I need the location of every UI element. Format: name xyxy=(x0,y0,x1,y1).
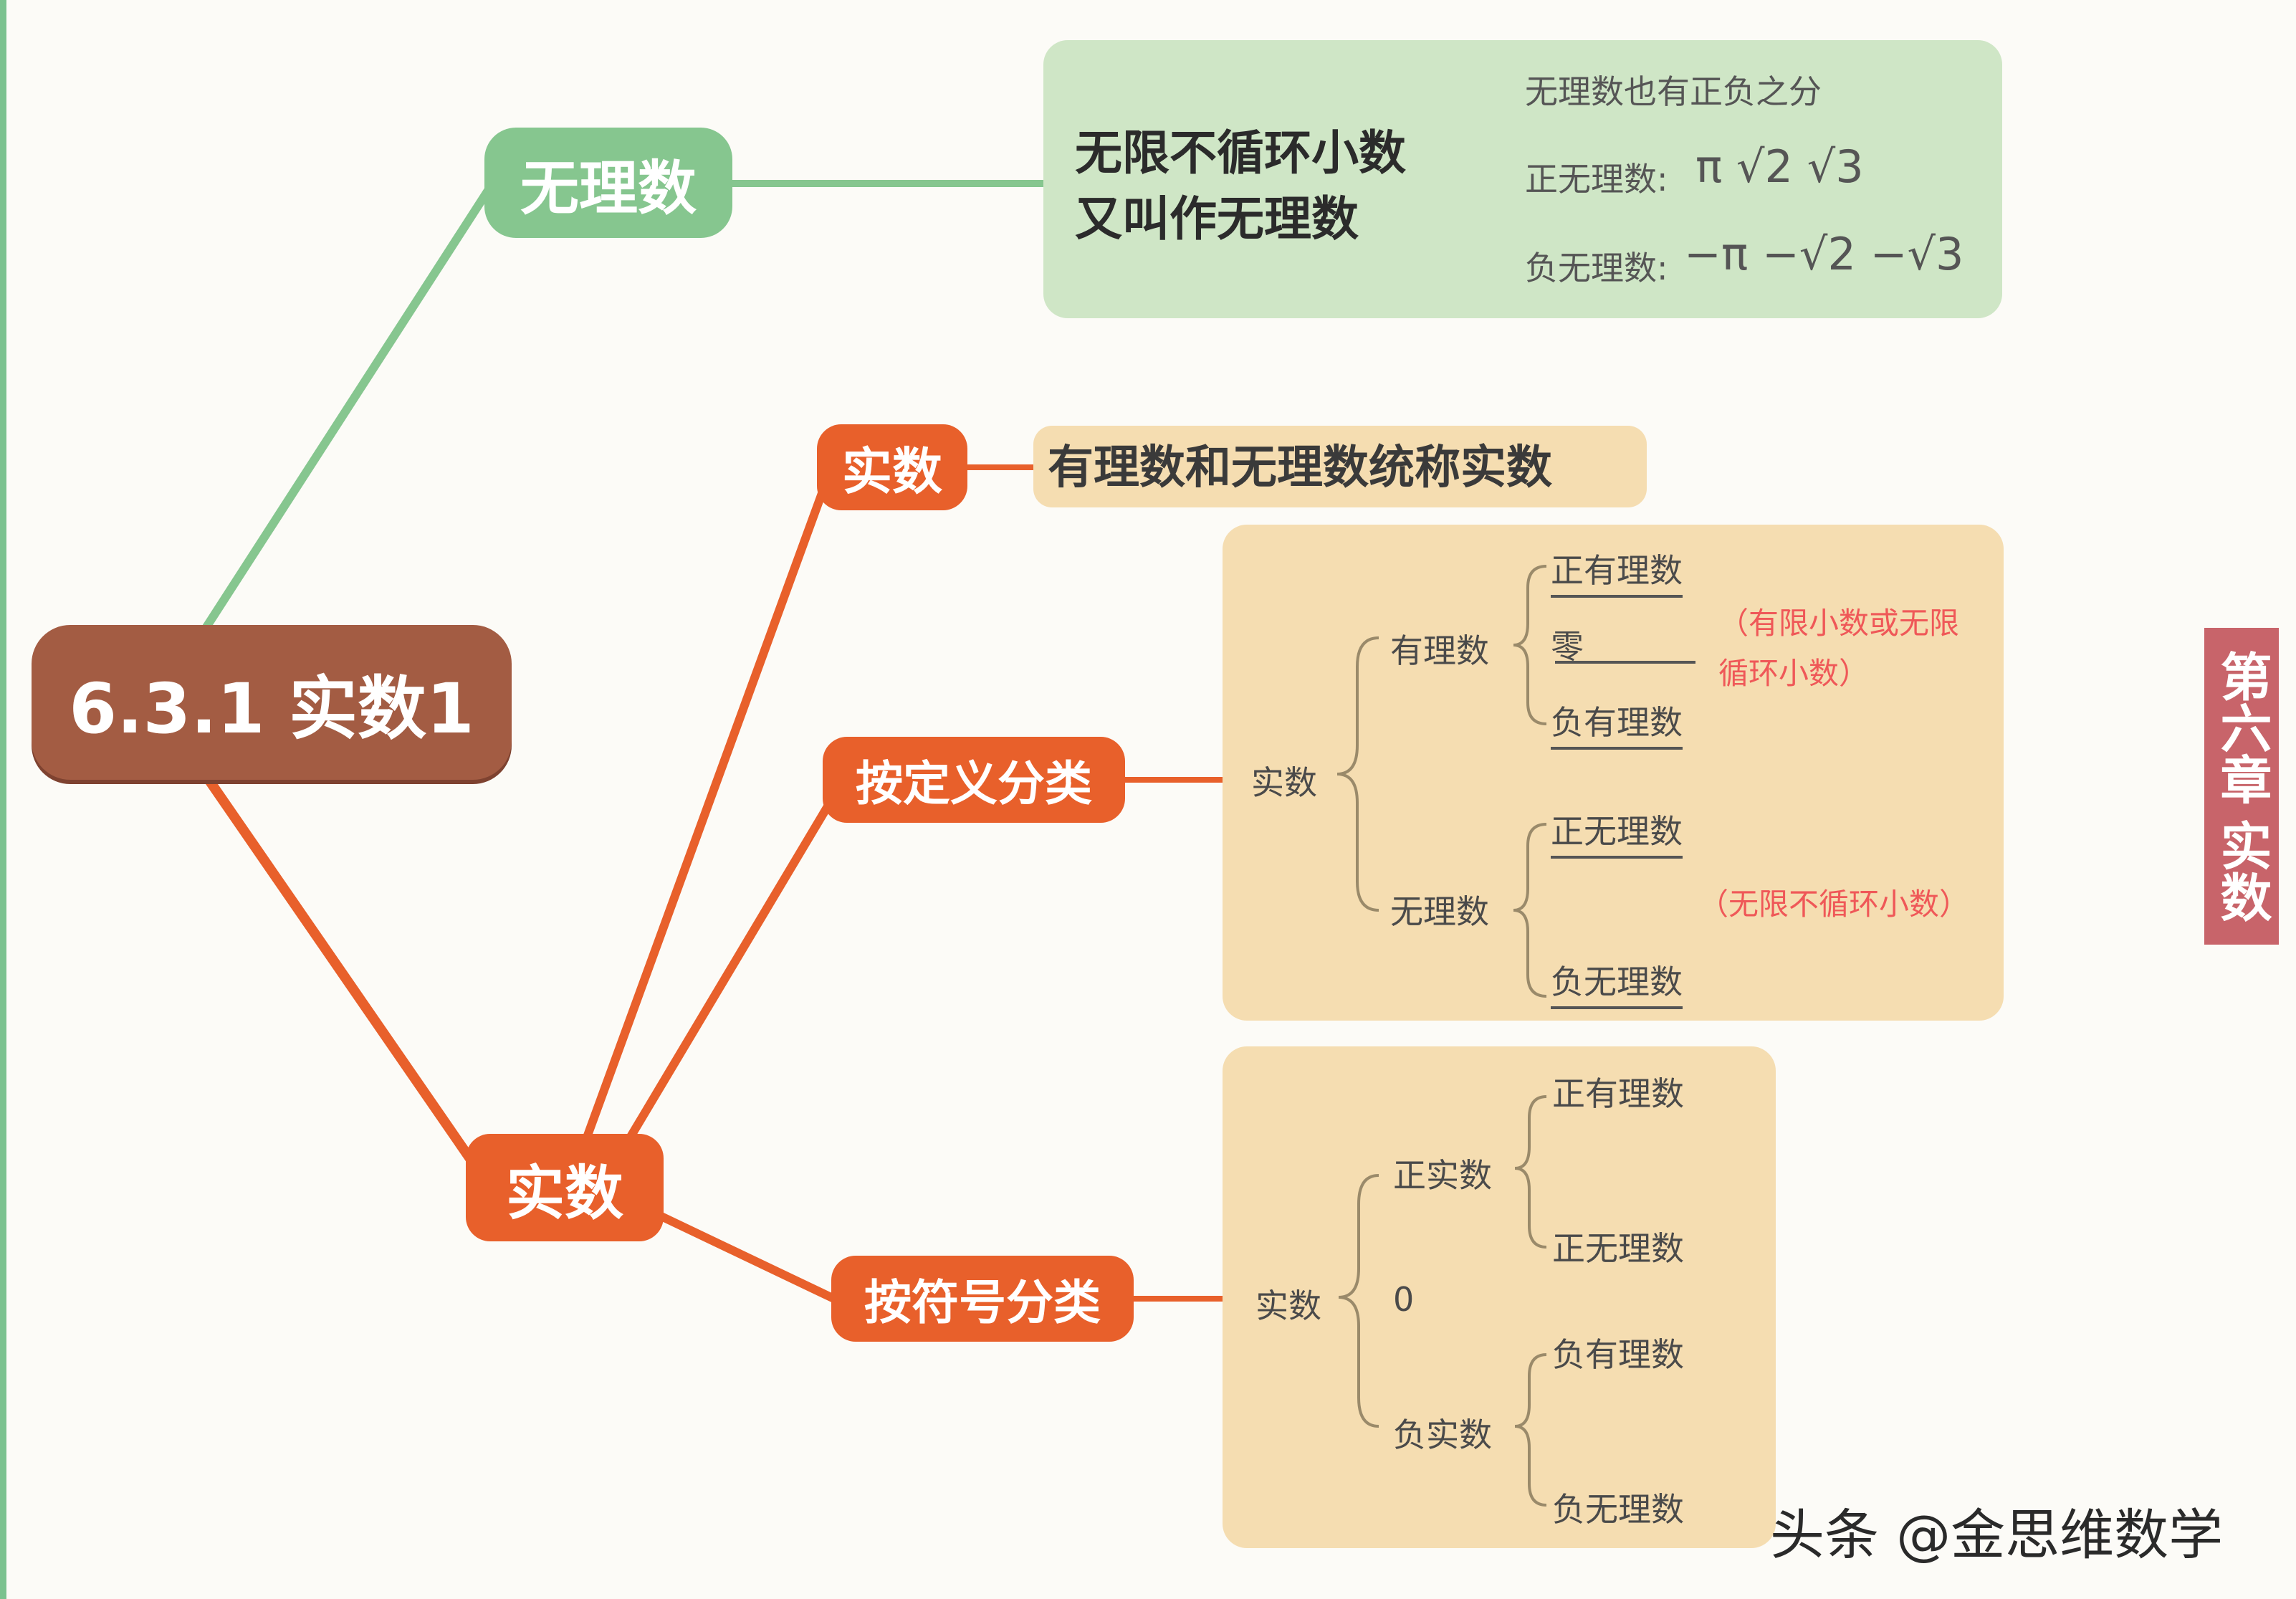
line-root-real xyxy=(203,773,484,1176)
root-title: 6.3.1 实数1 xyxy=(69,668,474,749)
negative-irrational-values: −π −√2 −√3 xyxy=(1684,228,1964,280)
sign-classification-box xyxy=(1223,1046,1776,1548)
chapter-tab-line1: 第六章 xyxy=(2211,650,2272,805)
sign-positive-rational: 正有理数 xyxy=(1552,1074,1684,1113)
def-negative-irrational: 负无理数 xyxy=(1551,956,1683,1009)
rational-note-line2: 循环小数） xyxy=(1718,656,1870,691)
classify-by-definition-node[interactable]: 按定义分类 xyxy=(823,737,1125,823)
sign-zero: 0 xyxy=(1393,1280,1415,1319)
irrational-label: 无理数 xyxy=(520,154,697,223)
positive-irrational-label: 正无理数: xyxy=(1525,160,1668,199)
irrational-definition-line1: 无限不循环小数 xyxy=(1075,125,1406,181)
brace-rational xyxy=(1513,565,1547,725)
left-edge-strip xyxy=(0,0,6,1599)
classify-by-definition-label: 按定义分类 xyxy=(856,756,1092,811)
classify-by-sign-node[interactable]: 按符号分类 xyxy=(831,1256,1134,1342)
negative-irrational-label: 负无理数: xyxy=(1525,249,1668,287)
line-real-bydef xyxy=(626,798,834,1141)
irrational-sign-note: 无理数也有正负之分 xyxy=(1525,72,1822,111)
brace-irrational xyxy=(1513,823,1547,998)
sign-root-label: 实数 xyxy=(1255,1287,1321,1325)
def-positive-rational: 正有理数 xyxy=(1551,545,1683,598)
chapter-side-tab[interactable]: 第六章 实数 xyxy=(2204,628,2279,945)
real-definition-label: 实数 xyxy=(842,441,942,501)
sign-negative-label: 负实数 xyxy=(1393,1416,1492,1454)
def-positive-irrational: 正无理数 xyxy=(1551,806,1683,859)
brace-positive xyxy=(1514,1095,1547,1249)
sign-positive-irrational: 正无理数 xyxy=(1552,1229,1684,1268)
real-definition-node[interactable]: 实数 xyxy=(817,424,967,510)
classify-by-sign-label: 按符号分类 xyxy=(864,1275,1101,1330)
line-real-bysign xyxy=(646,1207,841,1304)
real-definition-text: 有理数和无理数统称实数 xyxy=(1048,441,1552,495)
sign-negative-rational: 负有理数 xyxy=(1552,1335,1684,1374)
brace-real-def xyxy=(1336,636,1379,912)
root-node[interactable]: 6.3.1 实数1 xyxy=(32,625,512,780)
def-zero: 零 xyxy=(1551,627,1584,666)
def-root-label: 实数 xyxy=(1251,763,1317,802)
real-label: 实数 xyxy=(505,1159,623,1228)
brace-negative xyxy=(1514,1353,1547,1507)
chapter-tab-line2: 实数 xyxy=(2211,819,2272,922)
irrational-definition-box xyxy=(1043,40,2002,318)
real-definition-box xyxy=(1033,426,1647,507)
irrational-note: （无限不循环小数） xyxy=(1698,887,1970,922)
sign-positive-label: 正实数 xyxy=(1393,1156,1492,1195)
definition-classification-box xyxy=(1223,525,2004,1021)
def-rational-label: 有理数 xyxy=(1390,631,1489,670)
def-negative-rational: 负有理数 xyxy=(1551,697,1683,750)
line-real-realdef xyxy=(583,483,828,1140)
real-node[interactable]: 实数 xyxy=(466,1134,664,1241)
line-root-irrational xyxy=(201,181,496,634)
watermark: 头条 @金思维数学 xyxy=(1770,1503,2224,1567)
irrational-node[interactable]: 无理数 xyxy=(484,128,732,238)
sign-negative-irrational: 负无理数 xyxy=(1552,1490,1684,1529)
positive-irrational-values: π √2 √3 xyxy=(1695,140,1864,193)
def-irrational-label: 无理数 xyxy=(1390,892,1489,931)
irrational-definition-line2: 又叫作无理数 xyxy=(1075,191,1359,247)
rational-note-line1: （有限小数或无限 xyxy=(1718,606,1960,641)
brace-real-sign xyxy=(1338,1174,1379,1428)
